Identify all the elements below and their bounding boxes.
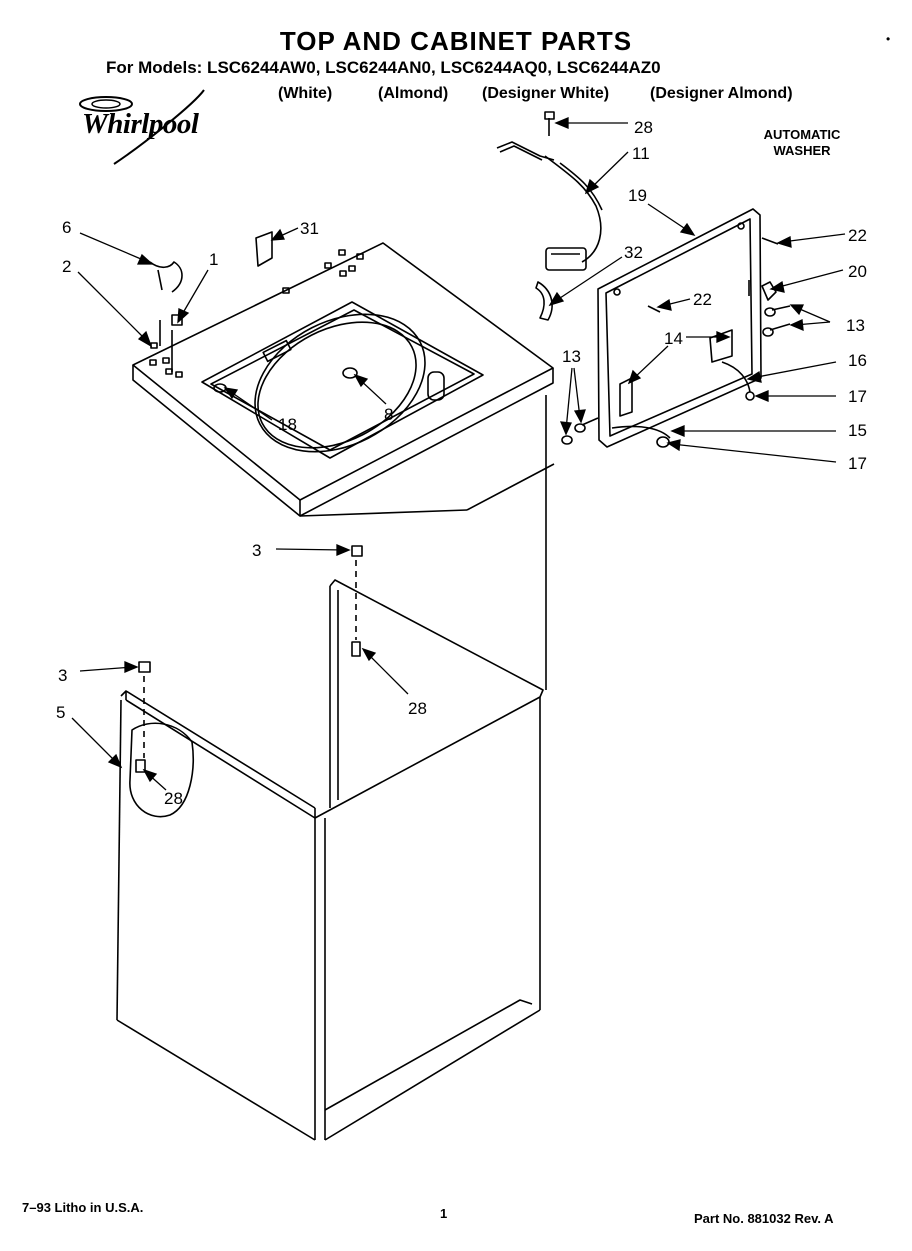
product-type-line1: AUTOMATIC (763, 127, 841, 142)
leader-5 (71, 717, 123, 769)
callout-13-left: 13 (562, 347, 581, 366)
clip-20 (761, 281, 777, 301)
callout-31: 31 (300, 219, 319, 238)
color-white: (White) (278, 85, 333, 102)
leader-13-left (559, 367, 586, 436)
page-number: 1 (440, 1206, 448, 1221)
leader-15 (670, 425, 836, 437)
clip-1 (171, 314, 183, 326)
callout-28-top: 28 (634, 118, 653, 137)
clip-22-lower (647, 305, 661, 313)
clip-3-upper (351, 545, 363, 557)
screw-8 (342, 367, 358, 379)
leader-3-upper (275, 544, 351, 556)
brand-logo-flourish (113, 89, 205, 165)
cabinet-cutaway (129, 722, 194, 818)
clip-3-lower (138, 661, 151, 673)
callout-28-cabinet: 28 (408, 699, 427, 718)
leader-28-cutaway (142, 768, 167, 791)
product-type-line2: WASHER (773, 143, 831, 158)
callout-15: 15 (848, 421, 867, 440)
color-designer-white: (Designer White) (482, 85, 610, 102)
callout-14: 14 (664, 329, 683, 348)
leader-28-top (554, 117, 628, 129)
callout-18: 18 (278, 415, 297, 434)
leader-16 (746, 361, 837, 383)
leader-11 (584, 151, 629, 195)
hinge-clip-6 (149, 261, 183, 293)
leader-14 (627, 331, 731, 385)
leader-2 (77, 271, 153, 348)
part-number: Part No. 881032 Rev. A (694, 1211, 834, 1226)
corner-mark: • (886, 32, 891, 46)
callout-16: 16 (848, 351, 867, 370)
knob-17-lower (656, 436, 670, 448)
callout-13-right: 13 (846, 316, 865, 335)
product-type: AUTOMATIC WASHER (752, 127, 852, 159)
brand-swirl-icon (79, 96, 133, 112)
leader-3-lower (79, 661, 139, 673)
callout-22-upper: 22 (848, 226, 867, 245)
screws-13-right (762, 305, 791, 337)
leader-6 (79, 232, 154, 265)
washer-top-panel (132, 242, 554, 517)
leader-18 (223, 387, 273, 421)
callout-20: 20 (848, 262, 867, 281)
lid-switch-harness-11 (496, 141, 603, 271)
screw-28-top (544, 111, 555, 136)
washer-cabinet-5 (116, 395, 555, 1141)
page-title: TOP AND CABINET PARTS (279, 26, 633, 56)
color-designer-almond: (Designer Almond) (650, 85, 793, 102)
console-panel-19 (597, 208, 762, 448)
leader-17-upper (754, 390, 836, 402)
callout-8: 8 (384, 405, 393, 424)
litho-note: 7–93 Litho in U.S.A. (22, 1200, 144, 1215)
dashed-guides (143, 560, 357, 758)
leader-22-upper (776, 233, 846, 248)
callout-28-cutaway: 28 (164, 789, 183, 808)
callout-22-lower: 22 (693, 290, 712, 309)
leader-31 (270, 227, 299, 241)
screw-28-cabinet (351, 641, 361, 657)
callout-17-lower: 17 (848, 454, 867, 473)
leader-1 (177, 269, 209, 324)
clip-22-upper (761, 237, 779, 245)
leader-28-cabinet (361, 647, 409, 695)
callout-1: 1 (209, 250, 218, 269)
leader-8 (353, 373, 387, 405)
callout-19: 19 (628, 186, 647, 205)
callout-2: 2 (62, 257, 71, 276)
leader-32 (548, 256, 623, 307)
callout-17-upper: 17 (848, 387, 867, 406)
lid-bumper-32 (535, 281, 553, 321)
callout-32: 32 (624, 243, 643, 262)
screws-13-left (561, 417, 599, 445)
leader-13-right (789, 304, 831, 332)
leader-20 (769, 269, 844, 293)
callout-5: 5 (56, 703, 65, 722)
callout-3-upper: 3 (252, 541, 261, 560)
leader-19 (647, 203, 696, 236)
callout-6: 6 (62, 218, 71, 237)
color-almond: (Almond) (378, 85, 449, 102)
leader-17-lower (666, 439, 837, 463)
leader-22-lower (656, 298, 691, 311)
knob-17-upper (745, 391, 755, 401)
clip-31 (255, 231, 273, 267)
models-line: For Models: LSC6244AW0, LSC6244AN0, LSC6… (106, 58, 661, 77)
callout-3-lower: 3 (58, 666, 67, 685)
callout-11: 11 (632, 144, 650, 163)
